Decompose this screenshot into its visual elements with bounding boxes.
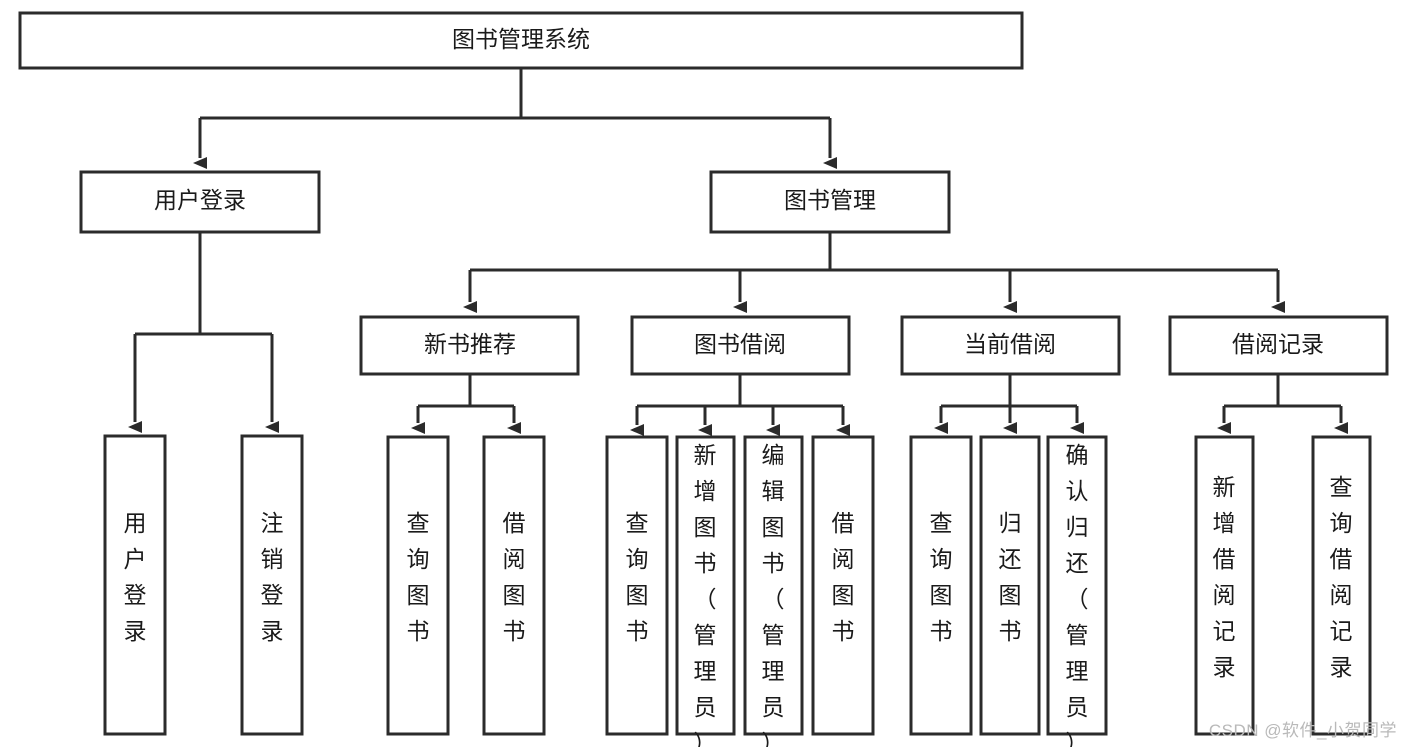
leaf-book-borrow-add-box[interactable]	[675, 435, 736, 736]
leaf-borrow-record-query-label: 查询借阅记录	[1330, 474, 1353, 680]
leaf-book-borrow-lend[interactable]: 借阅图书	[811, 435, 875, 736]
leaf-user-login-signout[interactable]: 注销登录	[240, 434, 304, 736]
node-new-book-recommend-box[interactable]	[359, 315, 580, 376]
connectors-current-borrow-to-leaves	[934, 374, 1084, 434]
connectors-user-login-to-leaves	[128, 233, 279, 433]
leaf-user-login-signout-label: 注销登录	[261, 510, 284, 644]
node-book-management-label: 图书管理	[784, 187, 876, 213]
leaf-current-borrow-return-box[interactable]	[979, 435, 1041, 736]
leaf-user-login-signin-box[interactable]	[103, 434, 167, 736]
leaf-borrow-record-query-box[interactable]	[1311, 435, 1372, 736]
leaf-current-borrow-query-label: 查询图书	[930, 510, 953, 644]
leaf-current-borrow-query-box[interactable]	[909, 435, 973, 736]
node-new-book-recommend-label: 新书推荐	[424, 331, 516, 357]
leaf-current-borrow-return[interactable]: 归还图书	[979, 435, 1041, 736]
node-user-login-label: 用户登录	[154, 187, 246, 213]
node-root-system-label: 图书管理系统	[452, 26, 590, 52]
node-root-system[interactable]: 图书管理系统	[18, 11, 1024, 70]
leaf-new-book-query-label: 查询图书	[407, 510, 430, 644]
node-book-borrow-box[interactable]	[630, 315, 851, 376]
leaf-current-borrow-query[interactable]: 查询图书	[909, 435, 973, 736]
leaf-book-borrow-query-box[interactable]	[605, 435, 669, 736]
leaf-user-login-signin-label: 用户登录	[124, 510, 147, 644]
leaf-current-borrow-confirm-box[interactable]	[1046, 435, 1108, 736]
connectors-book-borrow-to-leaves	[630, 374, 850, 436]
leaf-new-book-query-box[interactable]	[386, 435, 450, 736]
connectors-book-mgmt-to-level3	[463, 233, 1285, 313]
node-user-login-box[interactable]	[79, 170, 321, 234]
leaf-book-borrow-edit-label: 编辑图书（管理员）	[762, 442, 785, 747]
leaf-borrow-record-add-box[interactable]	[1194, 435, 1255, 736]
leaf-book-borrow-add[interactable]: 新增图书（管理员）	[675, 435, 736, 747]
leaf-book-borrow-lend-box[interactable]	[811, 435, 875, 736]
leaf-book-borrow-lend-label: 借阅图书	[832, 510, 855, 644]
leaf-new-book-borrow-label: 借阅图书	[503, 510, 526, 644]
node-book-borrow[interactable]: 图书借阅	[630, 315, 851, 376]
leaf-borrow-record-add[interactable]: 新增借阅记录	[1194, 435, 1255, 736]
leaf-current-borrow-confirm[interactable]: 确认归还（管理员）	[1046, 435, 1108, 747]
node-borrow-record-box[interactable]	[1168, 315, 1389, 376]
node-current-borrow[interactable]: 当前借阅	[900, 315, 1121, 376]
connectors-borrow-record-to-leaves	[1217, 374, 1348, 434]
leaf-book-borrow-add-label: 新增图书（管理员）	[694, 442, 717, 747]
leaf-user-login-signin[interactable]: 用户登录	[103, 434, 167, 736]
leaf-book-borrow-query-label: 查询图书	[626, 510, 649, 644]
leaf-book-borrow-edit-box[interactable]	[743, 435, 804, 736]
node-borrow-record-label: 借阅记录	[1232, 331, 1324, 357]
node-book-management[interactable]: 图书管理	[709, 170, 951, 234]
connectors-new-book-to-leaves	[411, 374, 521, 434]
leaf-user-login-signout-box[interactable]	[240, 434, 304, 736]
connectors-root-to-level2	[193, 68, 837, 169]
leaf-new-book-borrow[interactable]: 借阅图书	[482, 435, 546, 736]
node-book-borrow-label: 图书借阅	[694, 331, 786, 357]
leaf-current-borrow-confirm-label: 确认归还（管理员）	[1066, 442, 1089, 747]
node-new-book-recommend[interactable]: 新书推荐	[359, 315, 580, 376]
csdn-watermark: CSDN @软件_小贺同学	[1208, 721, 1397, 740]
node-root-system-box[interactable]	[18, 11, 1024, 70]
leaf-book-borrow-query[interactable]: 查询图书	[605, 435, 669, 736]
leaf-new-book-borrow-box[interactable]	[482, 435, 546, 736]
leaf-book-borrow-edit[interactable]: 编辑图书（管理员）	[743, 435, 804, 747]
leaf-borrow-record-query[interactable]: 查询借阅记录	[1311, 435, 1372, 736]
leaf-current-borrow-return-label: 归还图书	[999, 510, 1022, 644]
leaf-new-book-query[interactable]: 查询图书	[386, 435, 450, 736]
leaf-borrow-record-add-label: 新增借阅记录	[1213, 474, 1236, 680]
node-user-login[interactable]: 用户登录	[79, 170, 321, 234]
node-borrow-record[interactable]: 借阅记录	[1168, 315, 1389, 376]
node-current-borrow-box[interactable]	[900, 315, 1121, 376]
node-current-borrow-label: 当前借阅	[964, 331, 1056, 357]
node-book-management-box[interactable]	[709, 170, 951, 234]
